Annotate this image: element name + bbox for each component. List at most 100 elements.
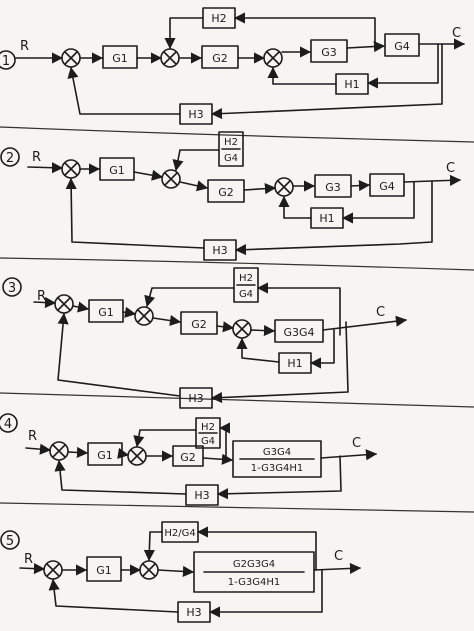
step-5-diagram: 5 R G1 H2/G4 G2G3G4 1-G3G4H1 C H3 xyxy=(0,521,362,623)
feedback-path xyxy=(57,312,181,397)
block-g3g4-label: G3G4 xyxy=(283,326,314,339)
signal-arrow xyxy=(133,169,164,181)
block-g4 xyxy=(369,173,405,197)
feedback-path xyxy=(309,329,335,369)
feedback-path xyxy=(196,526,317,571)
step-number: 5 xyxy=(6,534,14,549)
block-g4 xyxy=(384,33,420,57)
signal-arrow xyxy=(25,443,52,455)
feedback-path xyxy=(366,43,439,89)
feedback-path xyxy=(172,149,220,172)
block-h1-label: H1 xyxy=(287,357,302,370)
block-g2 xyxy=(180,311,218,335)
output-label-c: C xyxy=(352,436,361,451)
step-number: 4 xyxy=(4,417,12,432)
block-g2 xyxy=(207,179,245,203)
feedback-path xyxy=(278,195,312,219)
block-g2 xyxy=(172,445,204,467)
tf-denominator: 1-G3G4H1 xyxy=(251,463,303,474)
block-h2-label: H2 xyxy=(211,12,226,25)
block-h3-label: H3 xyxy=(186,606,201,619)
signal-arrow xyxy=(350,179,371,192)
block-h3 xyxy=(203,239,237,261)
feedback-path xyxy=(67,66,181,115)
summing-junction xyxy=(49,441,69,461)
block-g2-label: G2 xyxy=(180,451,196,464)
step-number-circle xyxy=(2,277,22,297)
block-g4-label: G4 xyxy=(394,40,410,53)
output-label-c: C xyxy=(452,26,461,41)
signal-arrow xyxy=(322,315,408,331)
step-2-diagram: 2 R G1 H2 G4 G2 G3 G4 C xyxy=(0,131,462,261)
input-label-r: R xyxy=(32,150,41,165)
output-label-c: C xyxy=(334,549,343,564)
block-closed-loop-g2g3g4 xyxy=(193,551,315,593)
block-h1 xyxy=(278,352,312,374)
block-g1-label: G1 xyxy=(97,449,113,462)
separator-line xyxy=(0,392,474,408)
signal-arrow xyxy=(67,446,89,459)
feedback-path xyxy=(208,569,323,618)
signal-arrow xyxy=(157,565,195,578)
step-3-diagram: 3 R G1 H2 G4 G2 G3G4 C H1 xyxy=(2,267,408,409)
summing-junction xyxy=(139,560,159,580)
summing-junction xyxy=(274,177,294,197)
block-g1-label: G1 xyxy=(112,52,128,65)
input-label-r: R xyxy=(28,429,37,444)
block-g4-label: G4 xyxy=(379,180,395,193)
summing-junction xyxy=(43,560,63,580)
block-h2-label: H2 xyxy=(224,137,238,148)
signal-arrow xyxy=(250,324,276,337)
step-1-diagram: 1 R G1 G2 G3 G4 C H2 H xyxy=(0,7,466,125)
feedback-path xyxy=(48,578,179,613)
block-closed-loop-g3g4 xyxy=(232,440,322,478)
feedback-path xyxy=(143,531,163,562)
output-label-c: C xyxy=(376,305,385,320)
block-g3-label: G3 xyxy=(321,46,337,59)
feedback-path xyxy=(218,422,231,457)
input-label-r: R xyxy=(37,289,46,304)
summing-junction xyxy=(54,294,74,314)
block-g2-label: G2 xyxy=(212,52,228,65)
separator-line xyxy=(0,502,474,513)
block-g1-label: G1 xyxy=(98,306,114,319)
signal-arrow xyxy=(202,453,234,465)
feedback-path xyxy=(256,282,341,336)
feedback-path xyxy=(210,43,443,120)
block-g1 xyxy=(102,45,138,69)
signal-arrow xyxy=(320,449,378,461)
block-g1 xyxy=(99,157,135,181)
step-number: 3 xyxy=(8,281,16,296)
signal-arrow xyxy=(33,296,57,309)
step-number-circle xyxy=(0,530,20,550)
summing-junction xyxy=(61,48,81,68)
input-label-r: R xyxy=(20,39,29,54)
block-g4-label: G4 xyxy=(239,289,253,300)
separator-line xyxy=(0,257,474,271)
signal-arrow xyxy=(243,183,277,195)
block-h3 xyxy=(185,484,219,506)
feedback-path xyxy=(164,17,204,50)
summing-junction xyxy=(127,446,147,466)
step-number-circle xyxy=(0,50,16,70)
block-h3-label: H3 xyxy=(188,392,203,405)
summing-junction xyxy=(61,159,81,179)
block-g3g4 xyxy=(274,319,324,343)
signal-arrow xyxy=(117,447,130,459)
block-g3 xyxy=(310,39,348,63)
block-g4-label: G4 xyxy=(224,153,238,164)
feedback-path xyxy=(234,180,433,256)
block-g3-label: G3 xyxy=(325,181,341,194)
signal-arrow xyxy=(152,314,182,327)
block-g2-label: G2 xyxy=(218,186,234,199)
block-g1-label: G1 xyxy=(109,164,125,177)
summing-junction xyxy=(263,48,283,68)
block-h2-label: H2/G4 xyxy=(164,528,195,539)
feedback-path xyxy=(216,455,342,500)
block-g2-label: G2 xyxy=(191,318,207,331)
block-g4-label: G4 xyxy=(201,436,215,447)
block-h2-label: H2 xyxy=(239,273,253,284)
block-h3-label: H3 xyxy=(212,244,227,257)
signal-arrow xyxy=(72,301,90,313)
